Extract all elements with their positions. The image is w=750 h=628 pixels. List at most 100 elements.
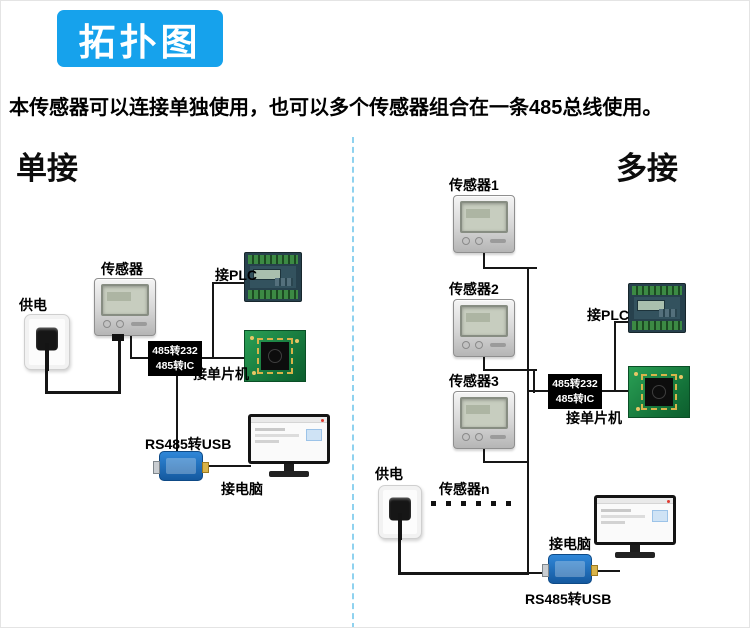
wire xyxy=(212,282,245,284)
cable-connector xyxy=(112,334,124,341)
mcu-chip xyxy=(257,338,293,374)
sensor-readout xyxy=(107,292,131,301)
pcb-via xyxy=(252,371,256,375)
wire xyxy=(176,357,178,452)
title-badge: 拓扑图 xyxy=(57,10,223,67)
monitor-base xyxy=(615,552,655,558)
wire xyxy=(45,391,121,394)
plc-face xyxy=(634,297,680,319)
monitor-base xyxy=(269,471,309,477)
more-sensors-dots xyxy=(431,501,511,506)
wire xyxy=(118,339,121,394)
single-usb-label: RS485转USB xyxy=(145,436,232,452)
sensor-screen xyxy=(101,284,149,316)
single-plc-label: 接PLC xyxy=(215,267,257,283)
mcu-chip xyxy=(641,374,677,410)
monitor-screen xyxy=(251,417,327,461)
single-sensor-label: 传感器 xyxy=(101,261,143,277)
sensor-vent-slot xyxy=(490,343,506,347)
description-text: 本传感器可以连接单独使用，也可以多个传感器组合在一条485总线使用。 xyxy=(9,97,663,119)
multi-sensorn-label: 传感器n xyxy=(439,481,490,497)
converter-label-plate xyxy=(555,561,585,577)
ui-line xyxy=(601,521,625,524)
sensor-screen xyxy=(460,305,508,337)
wire xyxy=(130,336,132,359)
plc-face xyxy=(250,266,296,288)
monitor-frame xyxy=(248,414,330,464)
usb-port xyxy=(153,461,160,474)
single-mcu-board xyxy=(244,330,306,382)
multi-pc-monitor xyxy=(594,495,676,561)
wire xyxy=(483,449,485,463)
ellipsis-dot xyxy=(506,501,511,506)
plc-terminal-strip xyxy=(632,321,682,330)
sensor-screen xyxy=(460,201,508,233)
multi-pc-label: 接电脑 xyxy=(549,536,591,552)
sensor-readout xyxy=(466,209,490,218)
sensor-readout xyxy=(466,405,490,414)
monitor-screen xyxy=(597,498,673,542)
plc-keys xyxy=(659,309,677,317)
converter-label-plate xyxy=(166,458,196,474)
window-titlebar xyxy=(251,417,327,423)
converter-text-line1: 485转232 xyxy=(552,378,598,391)
sensor-vent-slot xyxy=(131,322,147,326)
wire xyxy=(212,282,214,359)
bus-wire xyxy=(533,369,535,393)
ellipsis-dot xyxy=(461,501,466,506)
wire xyxy=(203,465,251,467)
plc-terminal-strip xyxy=(632,286,682,295)
sensor-button xyxy=(462,433,470,441)
multi-power-label: 供电 xyxy=(375,466,403,482)
close-dot xyxy=(321,419,324,422)
single-pc-monitor xyxy=(248,414,330,480)
plc-lcd xyxy=(637,300,665,311)
multi-plc-module xyxy=(628,283,686,333)
multi-mcu-board xyxy=(628,366,690,418)
usb-port xyxy=(542,564,549,577)
sensor-button xyxy=(103,320,111,328)
ellipsis-dot xyxy=(476,501,481,506)
multi-section-title: 多接 xyxy=(616,151,678,186)
plc-lcd xyxy=(253,269,281,280)
single-mcu-label: 接单片机 xyxy=(193,366,249,382)
monitor-stand xyxy=(630,545,640,553)
multi-usb-converter xyxy=(542,554,598,584)
pcb-via xyxy=(679,375,683,379)
multi-power-socket xyxy=(378,485,422,540)
sensor-readout xyxy=(466,313,490,322)
plug-icon xyxy=(389,497,411,521)
single-plc-module xyxy=(244,252,302,302)
wire xyxy=(592,570,620,572)
sensor-screen xyxy=(460,397,508,429)
multi-485-converter-box: 485转232 485转IC xyxy=(548,374,602,409)
multi-usb-label: RS485转USB xyxy=(525,591,612,607)
sensor-vent-slot xyxy=(490,239,506,243)
close-dot xyxy=(667,500,670,503)
wire xyxy=(483,369,537,371)
pcb-via xyxy=(295,339,299,343)
multi-sensor1-device xyxy=(453,195,515,253)
plug-cord xyxy=(45,343,49,371)
wire xyxy=(527,390,548,392)
wire xyxy=(614,321,616,392)
ellipsis-dot xyxy=(446,501,451,506)
wire xyxy=(483,267,537,269)
ui-panel xyxy=(652,510,668,522)
ui-line xyxy=(255,440,279,443)
single-power-socket xyxy=(24,314,70,371)
monitor-stand xyxy=(284,464,294,472)
ui-line xyxy=(601,515,645,518)
monitor-frame xyxy=(594,495,676,545)
wire xyxy=(483,253,485,269)
wire xyxy=(45,368,48,394)
plug-icon xyxy=(36,327,58,351)
multi-sensor2-label: 传感器2 xyxy=(449,281,499,297)
serial-port xyxy=(202,462,209,473)
single-section-title: 单接 xyxy=(16,151,78,186)
wire xyxy=(398,572,529,575)
single-power-label: 供电 xyxy=(19,297,47,313)
plug-cord xyxy=(398,513,402,540)
pcb-via xyxy=(636,407,640,411)
serial-port xyxy=(591,565,598,576)
